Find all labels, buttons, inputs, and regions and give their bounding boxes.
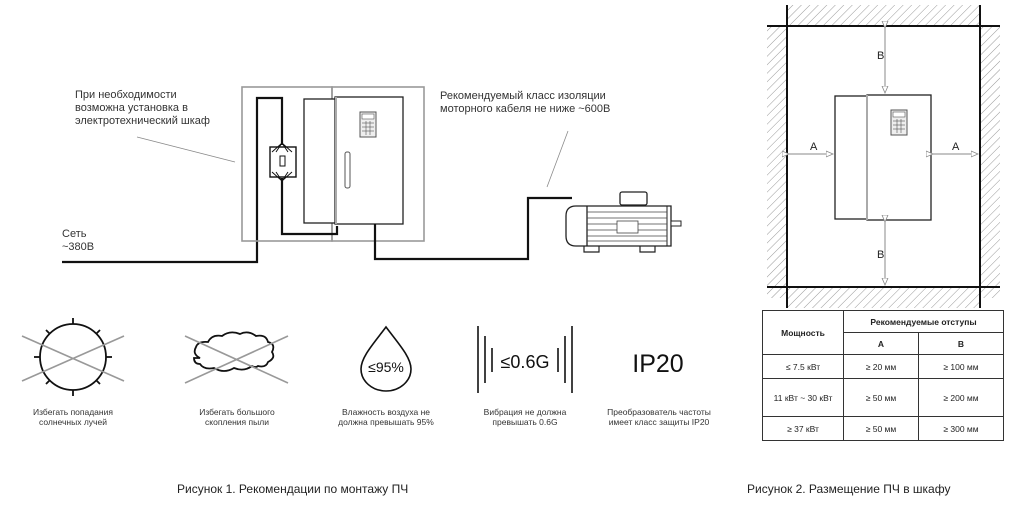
header-power: Мощность — [762, 310, 844, 355]
clearance-a-left-label: A — [810, 141, 818, 153]
ip-rating-icon: IP20 — [632, 350, 683, 378]
mains-cable — [62, 96, 284, 264]
vibration-limit-label: ≤0.6G — [501, 352, 550, 372]
sun-crossed-icon — [21, 318, 125, 396]
dust-caption: Избегать большого скопления пыли — [199, 407, 275, 427]
cabinet-leader-line — [136, 136, 236, 163]
ip-caption: Преобразователь частоты имеет класс защи… — [607, 407, 711, 427]
cell-b: ≥ 300 мм — [917, 416, 1005, 441]
header-clearance: Рекомендуемые отступы — [843, 310, 1004, 333]
figure2-caption: Рисунок 2. Размещение ПЧ в шкафу — [747, 482, 951, 496]
cell-a: ≥ 50 мм — [843, 416, 919, 441]
cell-power: 11 кВт ~ 30 кВт — [762, 378, 844, 417]
clearance-a-right-label: A — [952, 141, 960, 153]
table-row: 11 кВт ~ 30 кВт ≥ 50 мм ≥ 200 мм — [762, 378, 1005, 417]
mains-label: Сеть ~380В — [62, 228, 95, 253]
circuit-breaker-icon — [269, 142, 297, 182]
dust-cloud-crossed-icon — [184, 331, 289, 384]
header-col-b: B — [917, 332, 1005, 355]
vibration-caption: Вибрация не должна превышать 0.6G — [483, 407, 567, 427]
cell-b: ≥ 100 мм — [917, 354, 1005, 379]
clearance-b-top-label: B — [877, 50, 884, 62]
motor-cable — [373, 196, 572, 261]
cell-a: ≥ 50 мм — [843, 378, 919, 417]
cabinet-annotation: При необходимости возможна установка в э… — [75, 89, 210, 127]
clearance-arrows — [789, 28, 978, 285]
cell-b: ≥ 200 мм — [917, 378, 1005, 417]
figure1-caption: Рисунок 1. Рекомендации по монтажу ПЧ — [177, 482, 409, 496]
clearance-table: Мощность Рекомендуемые отступы A B ≤ 7.5… — [762, 310, 1005, 441]
table-row: ≤ 7.5 кВт ≥ 20 мм ≥ 100 мм — [762, 354, 1005, 379]
table-row: ≥ 37 кВт ≥ 50 мм ≥ 300 мм — [762, 416, 1005, 441]
cell-a: ≥ 20 мм — [843, 354, 919, 379]
cable-annotation: Рекомендуемый класс изоляции моторного к… — [440, 90, 611, 115]
keypad-icon — [359, 111, 377, 138]
frequency-drive-unit — [303, 96, 404, 225]
electric-motor-icon — [565, 191, 682, 253]
humidity-drop-icon: ≤95% — [360, 325, 412, 392]
humidity-limit-label: ≤95% — [368, 359, 404, 375]
sun-caption: Избегать попадания солнечных лучей — [33, 407, 113, 427]
door-handle — [344, 151, 351, 189]
clearance-b-bottom-label: B — [877, 249, 884, 261]
humidity-caption: Влажность воздуха не должна превышать 95… — [338, 407, 434, 427]
motor-cable-leader-line — [546, 130, 569, 188]
breaker-to-drive-cable — [280, 178, 339, 236]
vibration-icon: ≤0.6G — [477, 326, 573, 393]
drive-unit-in-cabinet — [834, 94, 932, 221]
cell-power: ≤ 7.5 кВт — [762, 354, 844, 379]
cell-power: ≥ 37 кВт — [762, 416, 844, 441]
header-col-a: A — [843, 332, 919, 355]
keypad-icon — [890, 109, 908, 136]
